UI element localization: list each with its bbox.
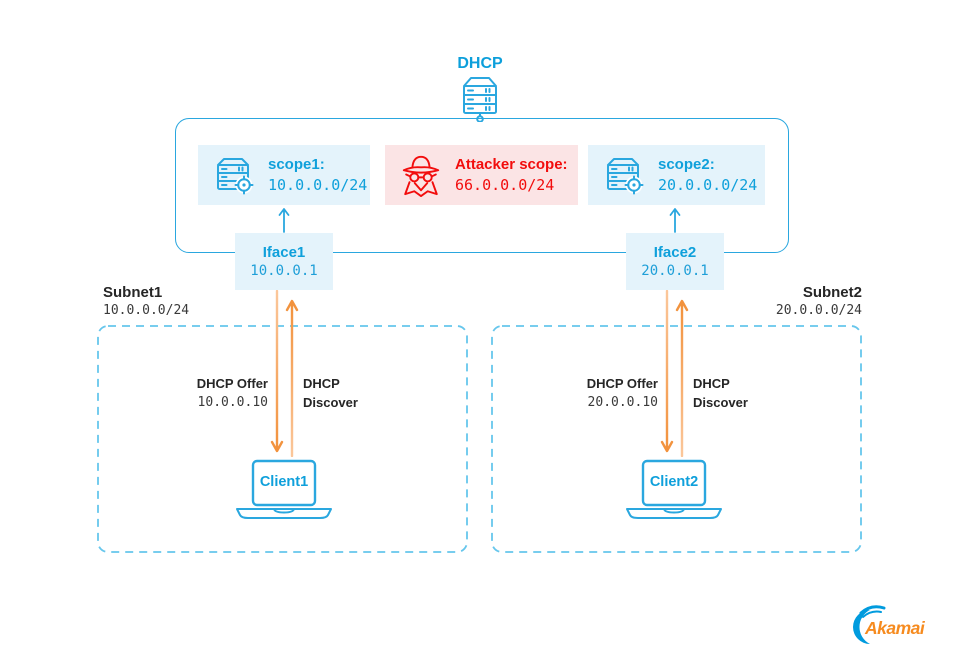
iface2-ip: 20.0.0.1: [641, 262, 709, 279]
dhcp-offer-arrow-1: [270, 289, 284, 465]
discover-line2: Discover: [303, 395, 358, 410]
akamai-logo: Akamai: [848, 604, 948, 650]
iface2-to-scope2-arrow: [668, 206, 682, 238]
attacker-scope-box: Attacker scope: 66.0.0.0/24: [385, 145, 578, 205]
offer-ip: 20.0.0.10: [587, 395, 658, 410]
dhcp-offer-label-1: DHCP Offer 10.0.0.10: [118, 374, 268, 412]
scope2-label: scope2:: [658, 156, 715, 173]
laptop-icon: [236, 459, 332, 519]
subnet2-name: Subnet2: [802, 284, 862, 301]
dhcp-offer-arrow-2: [660, 289, 674, 465]
laptop-icon: [626, 459, 722, 519]
client1: Client1: [232, 459, 336, 523]
dhcp-title: DHCP: [457, 55, 503, 72]
server-target-icon: [217, 158, 254, 195]
subnet2-label: Subnet2 20.0.0.0/24: [776, 284, 862, 320]
client2-label: Client2: [649, 474, 699, 490]
dhcp-scopes-container: [175, 118, 789, 253]
iface2-box: Iface2 20.0.0.1: [626, 233, 724, 290]
offer-title: DHCP Offer: [196, 376, 268, 391]
iface1-to-scope1-arrow: [277, 206, 291, 238]
attacker-scope-label: Attacker scope:: [455, 156, 568, 173]
dhcp-offer-label-2: DHCP Offer 20.0.0.10: [508, 374, 658, 412]
scope1-label: scope1:: [268, 156, 325, 173]
subnet1-box: [97, 325, 468, 558]
dhcp-discover-arrow-1: [285, 293, 299, 462]
spy-icon: [402, 155, 440, 197]
discover-line1: DHCP: [303, 376, 340, 391]
discover-line2: Discover: [693, 395, 748, 410]
offer-title: DHCP Offer: [586, 376, 658, 391]
server-target-icon: [607, 158, 644, 195]
akamai-swoosh-icon: [853, 605, 886, 644]
dhcp-discover-label-2: DHCP Discover: [693, 374, 748, 412]
iface1-name: Iface1: [262, 243, 306, 261]
client1-label: Client1: [259, 474, 309, 490]
discover-line1: DHCP: [693, 376, 730, 391]
subnet1-cidr: 10.0.0.0/24: [103, 303, 190, 318]
scope1-box: scope1: 10.0.0.0/24: [198, 145, 370, 205]
dhcp-discover-label-1: DHCP Discover: [303, 374, 358, 412]
client2: Client2: [622, 459, 726, 523]
iface1-box: Iface1 10.0.0.1: [235, 233, 333, 290]
dhcp-server-icon: [453, 74, 507, 123]
scope2-box: scope2: 20.0.0.0/24: [588, 145, 765, 205]
akamai-wordmark: Akamai: [865, 618, 925, 638]
dhcp-discover-arrow-2: [675, 293, 689, 462]
offer-ip: 10.0.0.10: [197, 395, 268, 410]
iface2-name: Iface2: [653, 243, 697, 261]
subnet1-name: Subnet1: [103, 284, 163, 301]
subnet2-box: [491, 325, 862, 558]
scope2-cidr: 20.0.0.0/24: [658, 176, 758, 194]
subnet2-cidr: 20.0.0.0/24: [775, 303, 862, 318]
attacker-scope-cidr: 66.0.0.0/24: [455, 176, 555, 194]
subnet1-label: Subnet1 10.0.0.0/24: [103, 284, 189, 320]
iface1-ip: 10.0.0.1: [250, 262, 318, 279]
scope1-cidr: 10.0.0.0/24: [268, 176, 368, 194]
